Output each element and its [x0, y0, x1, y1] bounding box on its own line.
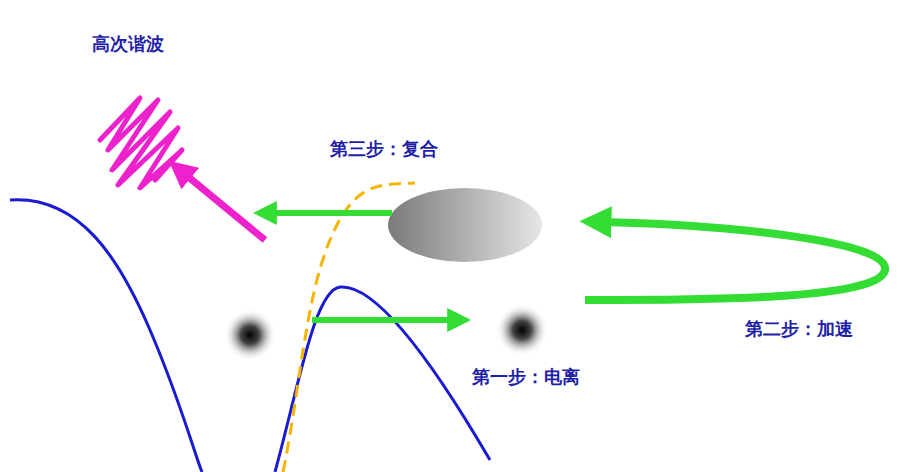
electron-blob: [496, 304, 548, 356]
step-label: 第二步：加速: [745, 318, 853, 340]
acceleration-loop: [585, 222, 885, 300]
emission-arrow: [186, 175, 265, 240]
potential-curve: [275, 287, 490, 472]
step-label: 第三步：复合: [330, 138, 438, 160]
harmonic-burst: [100, 98, 182, 188]
step-label: 第一步：电离: [472, 366, 580, 388]
electron-cloud: [388, 188, 542, 262]
recombination-arrow: [272, 210, 392, 216]
ionization-arrow: [312, 317, 452, 323]
step-label: 高次谐波: [92, 33, 164, 55]
potential-curve: [10, 200, 202, 472]
electron-blob: [224, 309, 276, 361]
